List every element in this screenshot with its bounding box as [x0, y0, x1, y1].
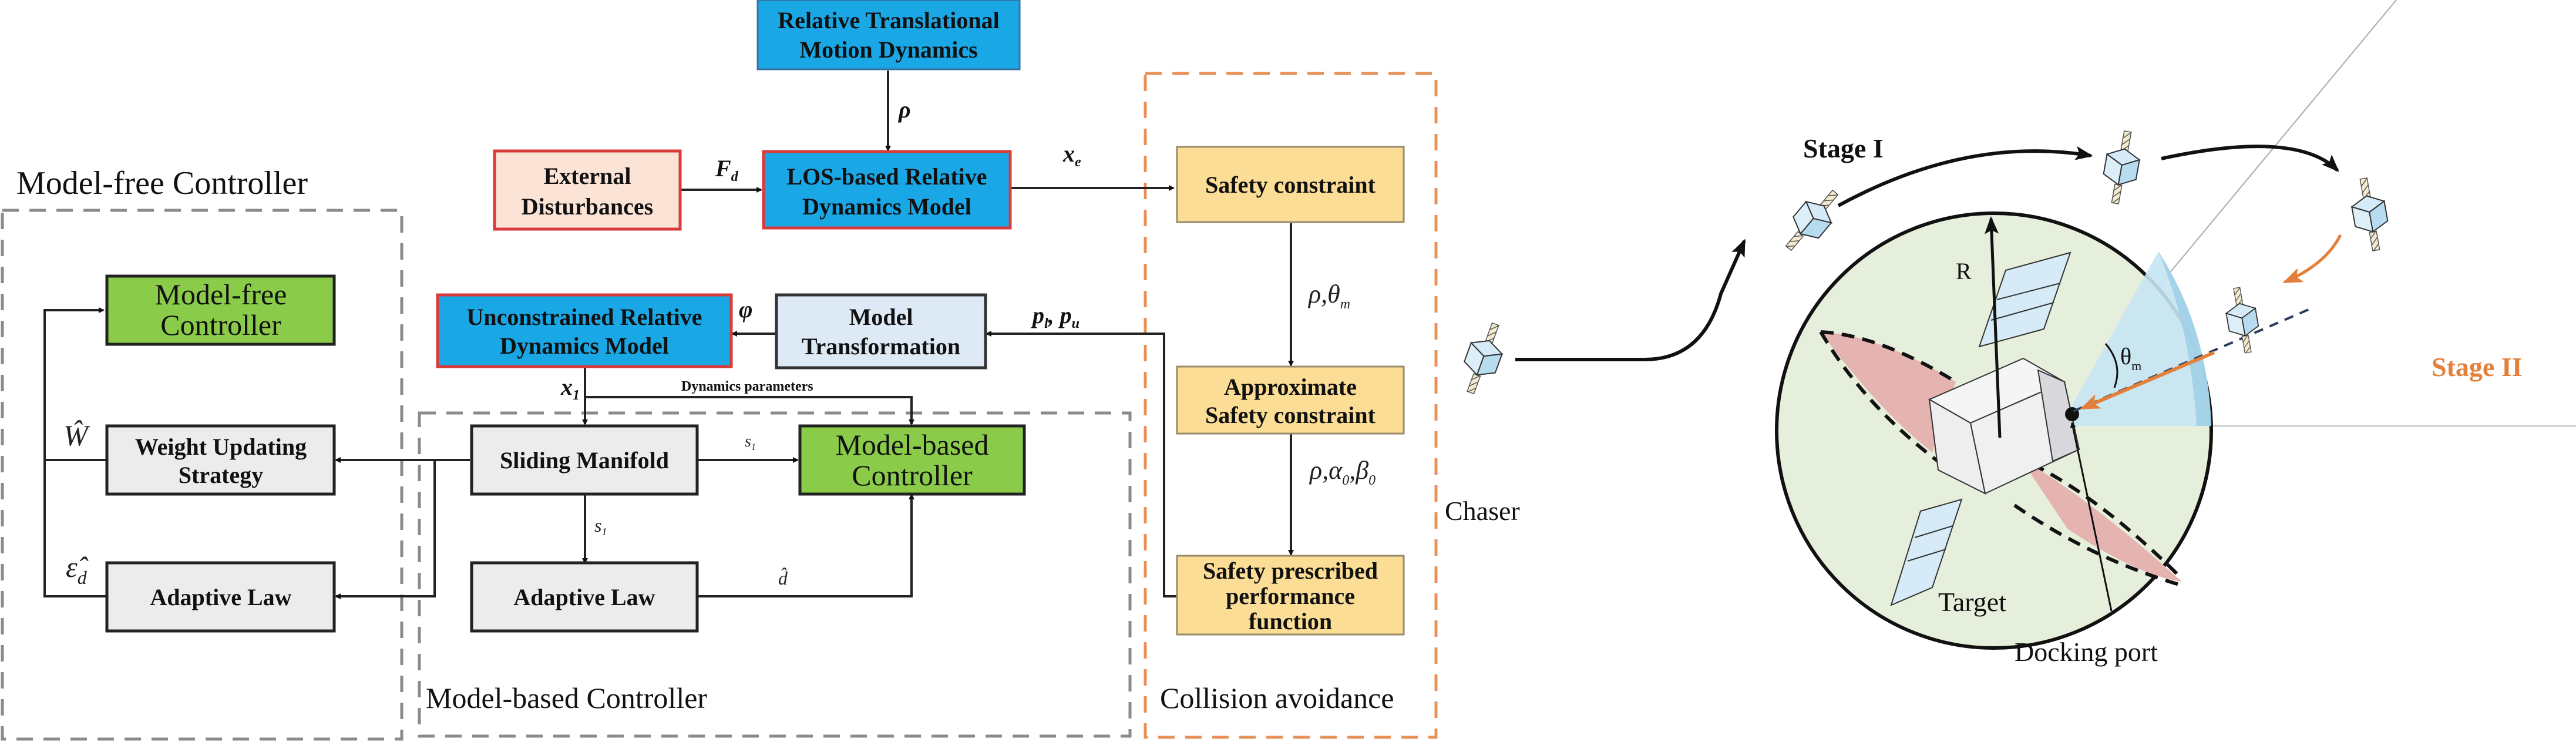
collision-avoidance-region-label: Collision avoidance — [1160, 681, 1394, 714]
block-label: Safety constraint — [1205, 172, 1376, 198]
block-label: Model — [849, 304, 913, 330]
radius-arrow — [1985, 216, 2002, 438]
signal-pl-pu: pl, pu — [1031, 302, 1080, 331]
signal-s1: s1 — [594, 515, 607, 538]
radius-label: R — [1956, 258, 1972, 284]
block-sliding-manifold[interactable]: Sliding Manifold — [470, 424, 699, 496]
keep-out-disk-outline — [1819, 330, 2184, 586]
signal-d-hat: d̂ — [778, 568, 788, 589]
block-label: Unconstrained Relative — [466, 304, 702, 330]
signal-rho-theta: ρ,θm — [1307, 280, 1350, 312]
block-label: External — [544, 163, 631, 189]
stage1-trajectory-approach — [1515, 239, 1746, 361]
block-label: function — [1249, 608, 1332, 634]
model-based-region-label: Model-based Controller — [426, 681, 707, 714]
block-label: Relative Translational — [778, 7, 999, 33]
block-label: Adaptive Law — [150, 584, 291, 610]
collision-avoidance-region — [1144, 72, 1438, 739]
target-label: Target — [1938, 587, 2006, 617]
block-label: performance — [1226, 583, 1355, 609]
chaser-label: Chaser — [1445, 496, 1520, 526]
block-safety-prescribed-performance-function[interactable]: Safety prescribed performance function — [1176, 555, 1405, 636]
block-model-transformation[interactable]: Model Transformation — [775, 293, 987, 370]
target-docking-face — [2037, 369, 2080, 462]
signal-s: s1 — [745, 432, 756, 452]
block-model-based-controller[interactable]: Model-based Controller — [798, 424, 1026, 496]
docking-illustration: R Docking port θm Stage I Stage II Chase… — [1445, 0, 2576, 667]
stage2-trajectory-final — [2080, 351, 2215, 410]
block-label: Controller — [852, 459, 973, 492]
block-label: Transformation — [802, 333, 960, 360]
model-based-region — [418, 411, 1132, 738]
block-adaptive-law-model-free[interactable]: Adaptive Law — [105, 561, 336, 633]
block-label: Sliding Manifold — [500, 447, 669, 474]
stage1-trajectory-arc — [1837, 146, 2093, 207]
signal-rho: ρ — [898, 96, 911, 123]
block-external-disturbances[interactable]: External Disturbances — [493, 149, 682, 231]
signal-rho-alpha-beta: ρ,α0,β0 — [1309, 456, 1376, 488]
block-safety-constraint[interactable]: Safety constraint — [1176, 146, 1405, 223]
block-label: Safety prescribed — [1203, 558, 1378, 584]
approach-cone-cap — [2158, 251, 2211, 426]
cone-angle-label: θm — [2120, 343, 2141, 373]
stage1-trajectory-arc2 — [2161, 145, 2339, 172]
stage2-trajectory-curve — [2282, 234, 2342, 284]
block-label: Motion Dynamics — [799, 36, 977, 63]
signal-w-hat: Ŵ — [63, 419, 90, 452]
chaser-satellite-icon-stage1b — [2098, 128, 2145, 207]
block-adaptive-law-model-based[interactable]: Adaptive Law — [470, 561, 699, 633]
block-label: Dynamics Model — [802, 193, 971, 220]
chaser-satellite-icon-stage1a — [1775, 181, 1849, 260]
line-of-sight — [2073, 307, 2312, 412]
block-weight-updating-strategy[interactable]: Weight Updating Strategy — [105, 424, 336, 496]
dynamics-parameters-label: Dynamics parameters — [681, 379, 813, 394]
wire-dynamics-parameters — [585, 396, 914, 425]
docking-port-pointer — [2070, 422, 2113, 612]
wire-pl-pu — [986, 331, 1177, 597]
model-free-region-label: Model-free Controller — [16, 165, 308, 202]
model-free-region — [1, 209, 403, 741]
block-label: Model-based — [835, 428, 988, 461]
signal-fd: Fd — [715, 155, 739, 184]
panel-stripe — [1907, 549, 1946, 562]
wire-s-to-adaptive-free — [335, 460, 436, 599]
panel-stripe — [1996, 283, 2061, 300]
block-label: Strategy — [179, 462, 263, 488]
signal-phi: φ — [739, 296, 752, 323]
chaser-satellite-icon-stage1c — [2346, 175, 2393, 254]
block-label: Controller — [160, 308, 281, 341]
panel-stripe — [1914, 525, 1953, 538]
wire-eps-hat — [43, 307, 107, 597]
block-model-free-controller[interactable]: Model-free Controller — [105, 274, 336, 346]
docking-port-label: Docking port — [2015, 637, 2158, 667]
block-label: Adaptive Law — [513, 584, 655, 610]
block-label: Dynamics Model — [500, 333, 669, 359]
stage1-label: Stage I — [1803, 133, 1884, 163]
block-relative-translational-motion-dynamics[interactable]: Relative Translational Motion Dynamics — [756, 0, 1021, 70]
block-label: Approximate — [1224, 374, 1357, 400]
target-solar-panel-lower — [1890, 498, 1963, 606]
block-label: Disturbances — [522, 193, 653, 220]
wire-d-hat — [697, 493, 914, 597]
target-solar-panel-upper — [1978, 251, 2071, 348]
block-label: LOS-based Relative — [786, 163, 987, 190]
signal-x1: x1 — [560, 374, 580, 403]
block-los-relative-dynamics-model[interactable]: LOS-based Relative Dynamics Model — [762, 150, 1012, 230]
block-label: Model-free — [155, 278, 287, 311]
block-label: Weight Updating — [135, 434, 307, 460]
cone-angle-arc — [2104, 343, 2118, 388]
chaser-satellite-icon[interactable] — [1454, 318, 1512, 399]
signal-xe: xe — [1062, 140, 1081, 170]
block-approximate-safety-constraint[interactable]: Approximate Safety constraint — [1176, 365, 1405, 435]
signal-eps-hat: ε̂d — [66, 550, 89, 588]
panel-stripe — [1990, 302, 2054, 321]
stage2-label: Stage II — [2432, 352, 2523, 382]
block-label: Safety constraint — [1205, 402, 1376, 428]
block-unconstrained-relative-dynamics-model[interactable]: Unconstrained Relative Dynamics Model — [436, 293, 733, 368]
